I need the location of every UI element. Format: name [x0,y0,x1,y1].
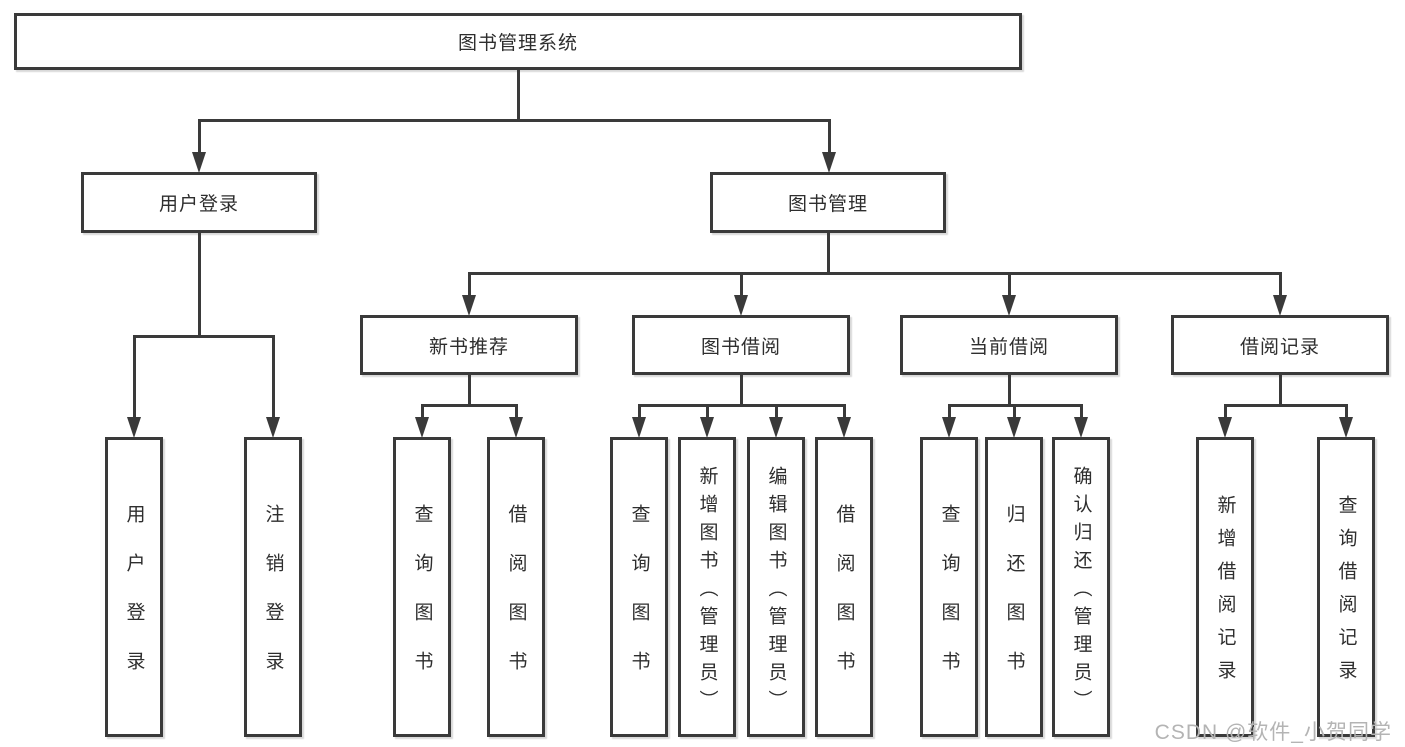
connector-line [843,404,846,420]
connector-line [517,70,520,122]
connector-arrowhead [415,417,429,438]
node-label: 查询图书 [411,504,433,700]
connector-arrowhead [1002,295,1016,316]
connector-line [198,119,201,155]
connector-line [706,404,709,420]
connector-line [740,375,743,406]
node-label: 当前借阅 [968,336,1049,358]
connector-line [638,404,641,420]
connector-line [133,335,275,338]
node-label: 新书推荐 [428,336,509,358]
connector-line [272,335,275,419]
node-leaf-add-borrow-record: 新增借阅记录 [1196,437,1254,737]
node-book-borrowing: 图书借阅 [632,315,850,375]
node-user-login: 用户登录 [81,172,317,233]
node-label: 图书借阅 [700,336,781,358]
connector-arrowhead [192,152,206,173]
connector-arrowhead [462,295,476,316]
node-borrowing-records: 借阅记录 [1171,315,1389,375]
connector-line [1008,272,1011,298]
node-book-management: 图书管理 [710,172,946,233]
connector-arrowhead [942,417,956,438]
node-label: 借阅图书 [505,504,527,700]
node-leaf-logout: 注销登录 [244,437,302,737]
connector-arrowhead [1273,295,1287,316]
connector-line [740,272,743,298]
node-leaf-user-login: 用户登录 [105,437,163,737]
connector-arrowhead [700,417,714,438]
node-leaf-borrow-books-borrowing: 借阅图书 [815,437,873,737]
connector-line [827,233,830,275]
connector-line [468,272,1282,275]
connector-arrowhead [1218,417,1232,438]
node-label: 归还图书 [1003,504,1025,700]
connector-line [1080,404,1083,420]
node-label: 借阅记录 [1239,336,1320,358]
connector-line [421,404,424,420]
connector-arrowhead [127,417,141,438]
connector-arrowhead [632,417,646,438]
node-leaf-borrow-books-recommend: 借阅图书 [487,437,545,737]
connector-line [515,404,518,420]
connector-arrowhead [1339,417,1353,438]
connector-line [1224,404,1227,420]
node-leaf-query-borrow-record: 查询借阅记录 [1317,437,1375,737]
node-leaf-query-books-current: 查询图书 [920,437,978,737]
node-label: 用户登录 [123,504,145,700]
connector-line [638,404,846,407]
connector-arrowhead [266,417,280,438]
connector-line [1013,404,1016,420]
node-label: 查询图书 [628,504,650,700]
node-leaf-edit-books-admin: 编辑图书（管理员） [747,437,805,737]
node-label: 新增借阅记录 [1214,495,1236,693]
node-leaf-add-books-admin: 新增图书（管理员） [678,437,736,737]
node-label: 图书管理 [787,194,868,215]
connector-line [468,375,471,406]
connector-line [1279,375,1282,406]
node-label: 查询借阅记录 [1335,495,1357,693]
connector-arrowhead [509,417,523,438]
node-leaf-query-books-borrowing: 查询图书 [610,437,668,737]
connector-arrowhead [769,417,783,438]
connector-line [828,119,831,155]
connector-line [775,404,778,420]
node-library-management-system: 图书管理系统 [14,13,1022,70]
node-label: 注销登录 [262,504,284,700]
node-label: 借阅图书 [833,504,855,700]
connector-arrowhead [822,152,836,173]
node-label: 编辑图书（管理员） [765,465,787,718]
connector-line [421,404,518,407]
connector-arrowhead [1007,417,1021,438]
connector-line [1008,375,1011,406]
connector-line [198,119,831,122]
csdn-watermark: CSDN @软件_小贺同学 [1154,721,1392,744]
connector-line [133,335,136,419]
connector-line [198,233,201,337]
connector-arrowhead [837,417,851,438]
connector-line [948,404,951,420]
node-current-borrowing: 当前借阅 [900,315,1118,375]
connector-arrowhead [734,295,748,316]
node-label: 新增图书（管理员） [696,465,718,718]
connector-line [1279,272,1282,298]
connector-arrowhead [1074,417,1088,438]
connector-line [1224,404,1348,407]
node-label: 确认归还（管理员） [1070,465,1092,718]
node-label: 查询图书 [938,504,960,700]
node-leaf-query-books-recommend: 查询图书 [393,437,451,737]
connector-line [1345,404,1348,420]
node-new-book-recommendation: 新书推荐 [360,315,578,375]
node-leaf-confirm-return-admin: 确认归还（管理员） [1052,437,1110,737]
connector-line [468,272,471,298]
node-leaf-return-books: 归还图书 [985,437,1043,737]
node-label: 图书管理系统 [457,33,578,54]
node-label: 用户登录 [158,194,239,215]
